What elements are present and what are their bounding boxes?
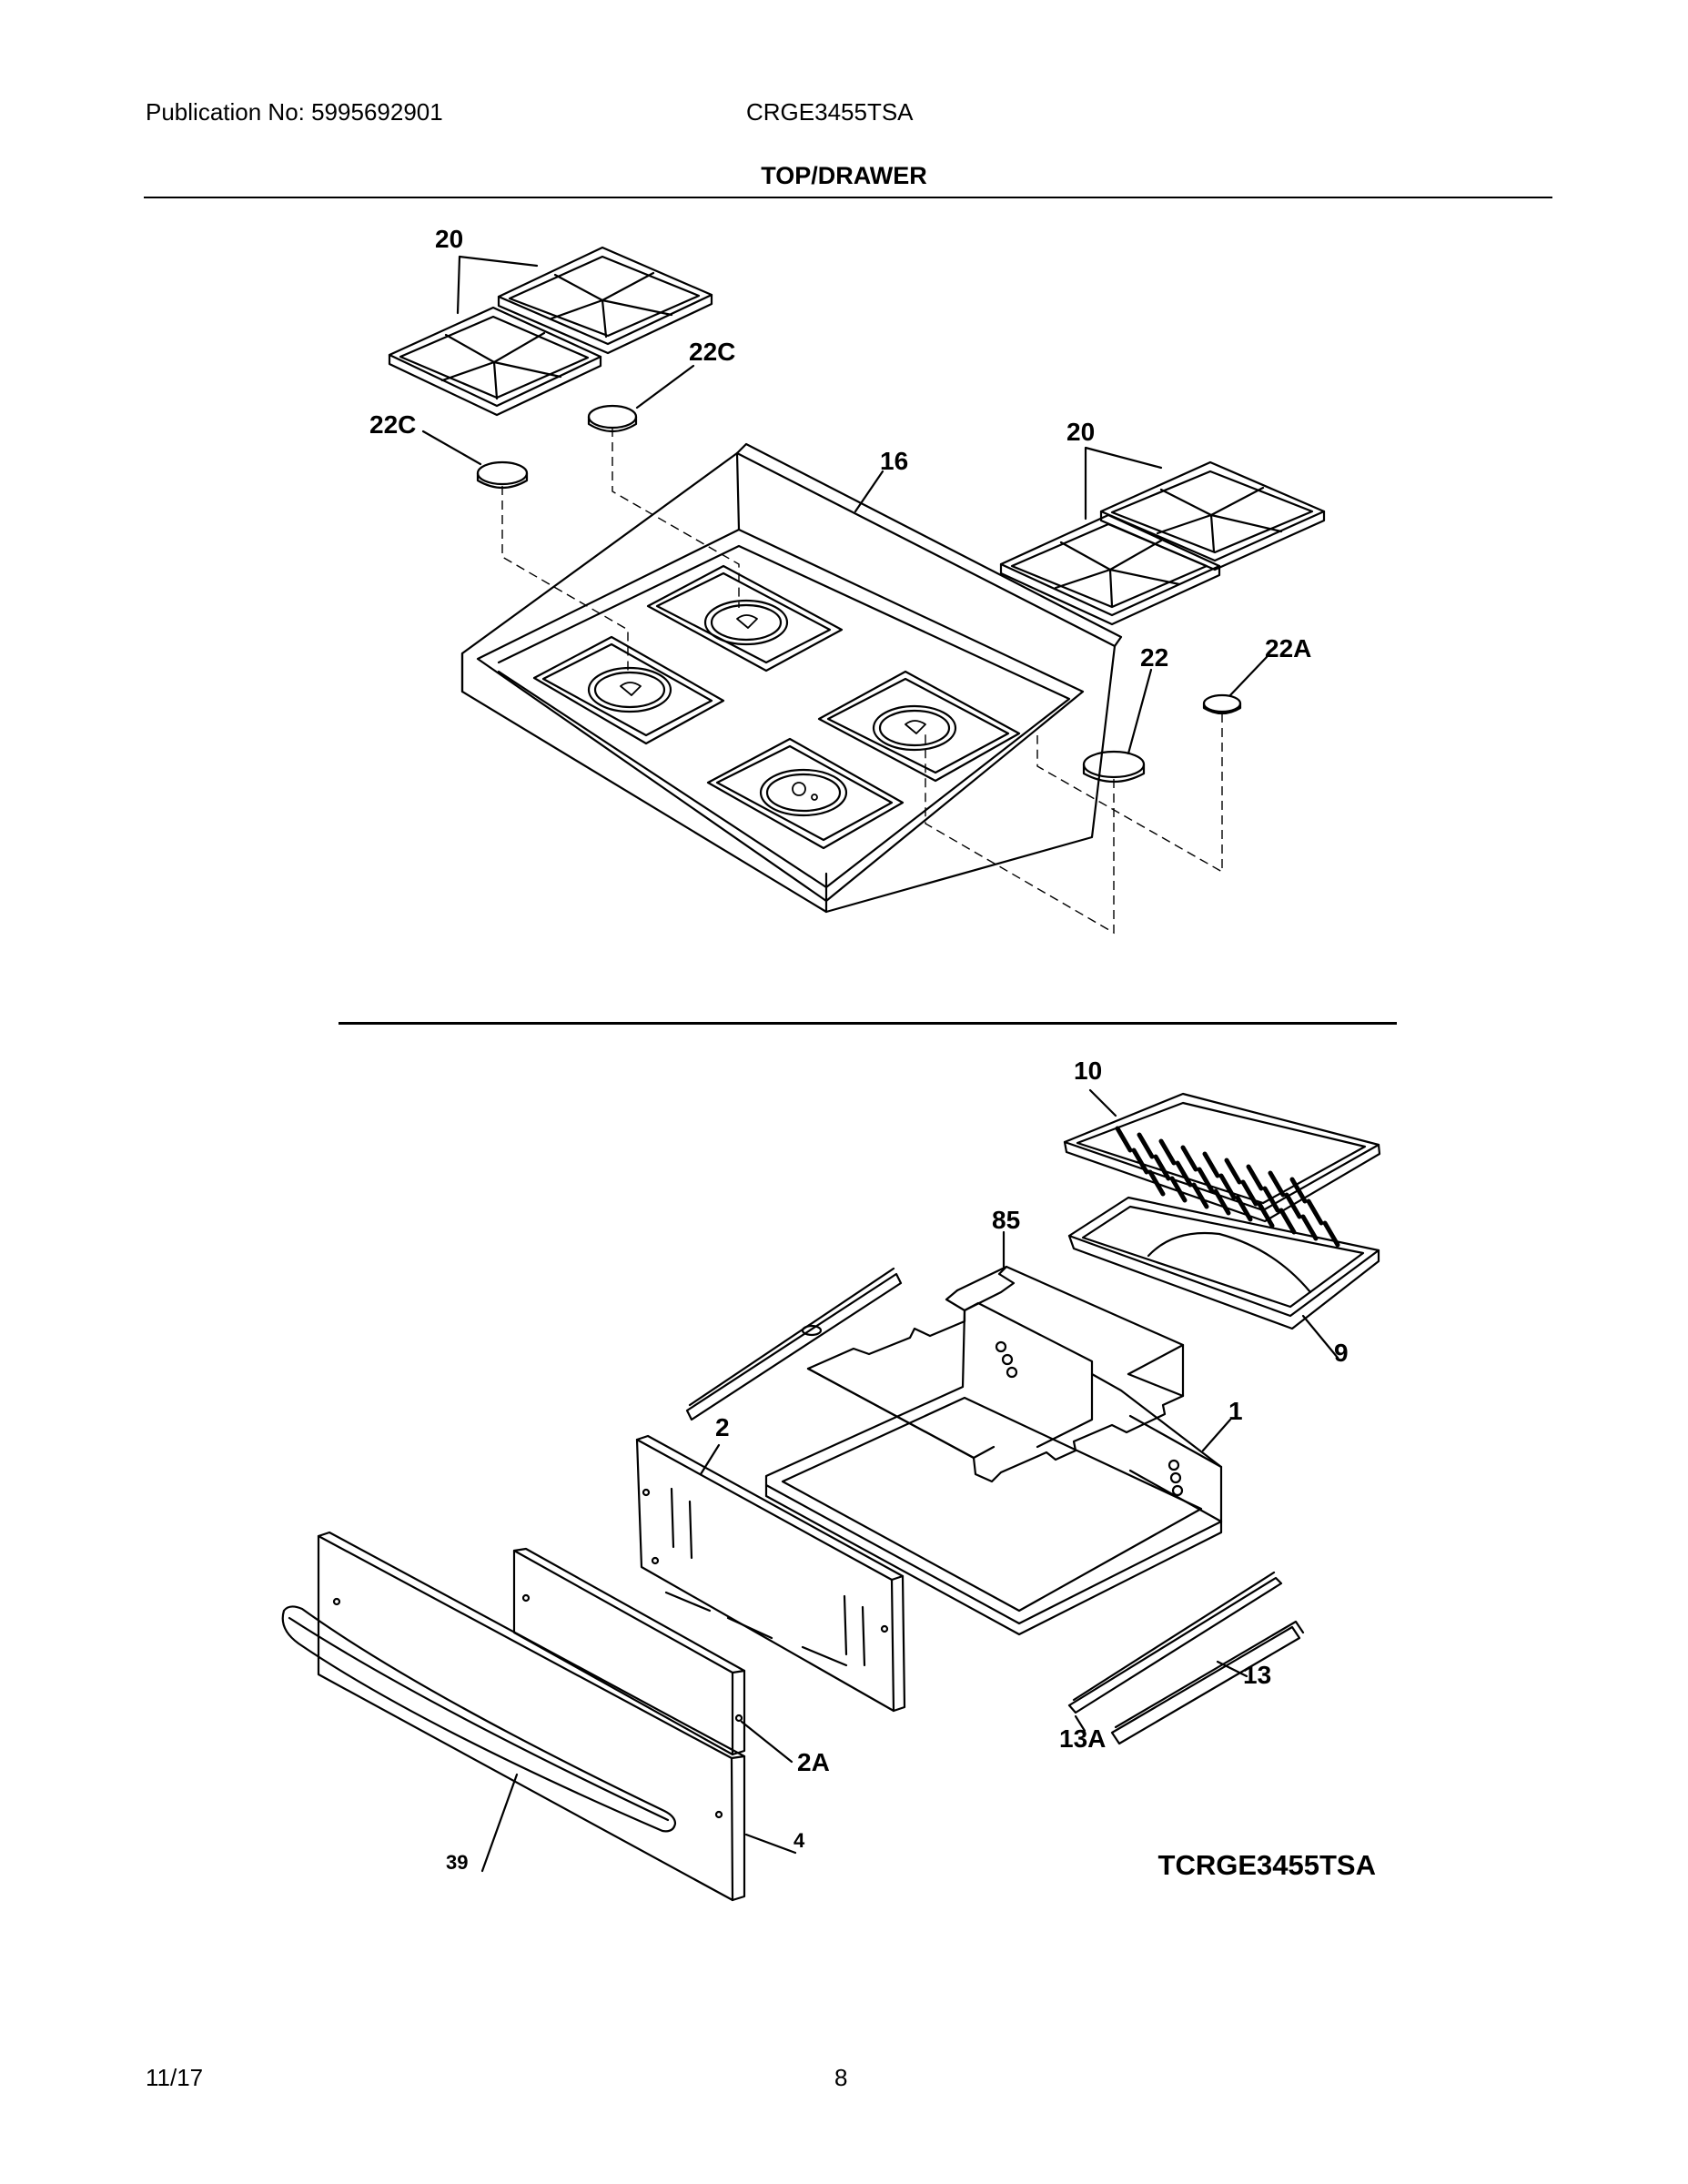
broiler-pan	[1067, 1196, 1380, 1330]
grate-right-front	[999, 513, 1221, 626]
label-22c-lower: 22C	[369, 410, 416, 439]
leader-13	[1216, 1660, 1248, 1678]
grid-slot	[1284, 1192, 1302, 1219]
cooktop-body	[460, 442, 1123, 914]
label-16: 16	[880, 447, 908, 475]
grid-slot	[1268, 1170, 1286, 1198]
grid-slot	[1115, 1126, 1133, 1153]
label-13: 13	[1243, 1661, 1271, 1689]
label-22: 22	[1140, 643, 1168, 672]
burner-icon-set	[620, 614, 926, 801]
label-9: 9	[1334, 1339, 1349, 1367]
leader-20-left	[456, 255, 539, 315]
diagram-code: TCRGE3455TSA	[1158, 1849, 1376, 1881]
grid-slot	[1240, 1179, 1258, 1207]
slide-rail-upper	[685, 1267, 903, 1421]
drawer-back-panel	[635, 1434, 906, 1713]
grid-slot	[1197, 1167, 1215, 1194]
grate-left-front	[388, 306, 602, 417]
broiler-grid-slots	[1115, 1126, 1340, 1248]
alignment-lines	[501, 428, 1223, 935]
grid-slot	[1257, 1201, 1275, 1228]
drawer-handle	[281, 1605, 677, 1833]
model-number: CRGE3455TSA	[746, 98, 914, 126]
leader-4	[744, 1833, 797, 1855]
publication-number: Publication No: 5995692901	[146, 98, 443, 126]
label-85: 85	[992, 1206, 1020, 1234]
grid-slot	[1235, 1195, 1253, 1222]
label-22c-upper: 22C	[689, 338, 735, 366]
leader-22c-upper	[635, 364, 695, 410]
slide-13	[1110, 1620, 1305, 1745]
grid-slot	[1175, 1160, 1193, 1188]
cap-22	[1082, 750, 1146, 783]
page-title: TOP/DRAWER	[761, 162, 927, 189]
grid-slot	[1131, 1148, 1149, 1175]
leader-9	[1301, 1314, 1339, 1360]
grid-slot	[1289, 1177, 1308, 1204]
leader-16	[854, 470, 884, 513]
drawer-body	[764, 1301, 1223, 1636]
leader-1	[1201, 1418, 1232, 1452]
grid-slot	[1137, 1132, 1155, 1159]
leader-20-right	[1084, 446, 1163, 521]
grid-slot	[1279, 1208, 1297, 1235]
label-22a: 22A	[1265, 634, 1311, 662]
grid-slot	[1169, 1176, 1188, 1203]
label-13a: 13A	[1059, 1724, 1106, 1753]
footer-date: 11/17	[146, 2064, 204, 2091]
callout-labels: 20 22C 22C 16 20 22 22A 10 85 9 1 2 13 1…	[369, 225, 1376, 1881]
grid-slot	[1246, 1164, 1264, 1191]
grid-slot	[1218, 1173, 1237, 1200]
grid-slot	[1158, 1138, 1177, 1166]
grid-slot	[1180, 1145, 1198, 1172]
cap-22c-upper	[587, 404, 638, 433]
title-rule	[144, 197, 1552, 198]
section-divider	[339, 1022, 1397, 1025]
label-20-right: 20	[1066, 418, 1095, 446]
grid-slot	[1262, 1186, 1280, 1213]
grid-slot	[1202, 1151, 1220, 1178]
grid-slot	[1147, 1169, 1166, 1197]
leader-10	[1088, 1088, 1117, 1117]
leader-22a	[1228, 655, 1269, 697]
leader-2	[699, 1443, 721, 1476]
label-10: 10	[1074, 1057, 1102, 1085]
grid-slot	[1213, 1188, 1231, 1216]
cap-22a	[1202, 693, 1242, 715]
grid-slot	[1153, 1154, 1171, 1181]
grate-right-back	[1099, 460, 1326, 571]
grid-slot	[1224, 1158, 1242, 1185]
page-number: 8	[834, 2064, 848, 2091]
grid-slot	[1191, 1182, 1209, 1209]
leader-22	[1127, 668, 1153, 755]
slide-13a	[1067, 1571, 1283, 1714]
grid-slot	[1306, 1198, 1324, 1226]
leader-2a	[740, 1720, 793, 1764]
drawer-rack	[806, 1265, 1185, 1483]
leader-39	[480, 1773, 519, 1873]
label-20-left: 20	[435, 225, 463, 253]
label-1: 1	[1228, 1397, 1243, 1425]
grate-left-back	[497, 246, 713, 355]
leader-22c-lower	[421, 430, 482, 466]
label-2: 2	[715, 1413, 730, 1441]
grid-slot	[1300, 1214, 1319, 1241]
leader-13a	[1074, 1714, 1087, 1733]
cap-22c-lower	[476, 460, 529, 490]
label-4: 4	[793, 1829, 805, 1852]
label-2a: 2A	[797, 1748, 830, 1776]
drawer-front	[317, 1531, 746, 1902]
label-39: 39	[446, 1851, 468, 1874]
